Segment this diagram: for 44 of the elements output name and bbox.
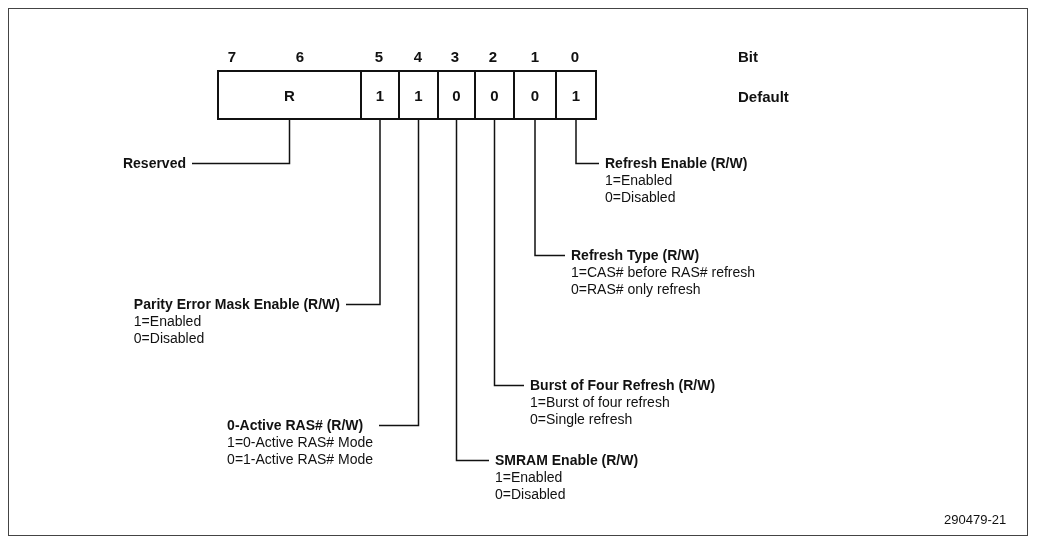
field-name: SMRAM Enable (R/W) — [495, 452, 639, 469]
leader-line — [455, 119, 490, 462]
field-value-description: 0=Disabled — [495, 486, 566, 503]
field-name: Refresh Type (R/W) — [571, 247, 700, 264]
field-value-description: 1=Enabled — [133, 313, 202, 330]
bit-number: 3 — [450, 48, 460, 65]
field-value-description: 1=CAS# before RAS# refresh — [571, 264, 756, 281]
register-bit-field: 0 — [513, 70, 557, 120]
register-bit-field: 1 — [360, 70, 400, 120]
bit-number: 1 — [530, 48, 540, 65]
bit-number: 0 — [570, 48, 580, 65]
field-value-description: 1=Enabled — [605, 172, 673, 189]
register-bit-field: 1 — [398, 70, 439, 120]
register-bit-field: R — [217, 70, 362, 120]
bit-number: 4 — [413, 48, 423, 65]
field-name: Burst of Four Refresh (R/W) — [530, 377, 716, 394]
field-value-description: 0=RAS# only refresh — [571, 281, 701, 298]
register-bit-field: 1 — [555, 70, 597, 120]
field-name: Reserved — [122, 155, 186, 172]
field-name: 0-Active RAS# (R/W) — [227, 417, 364, 434]
field-name: Refresh Enable (R/W) — [605, 155, 748, 172]
field-value-description: 0=Disabled — [133, 330, 205, 347]
bit-number: 7 — [227, 48, 237, 65]
field-value-description: 0=Disabled — [605, 189, 676, 206]
field-value-description: 0=1-Active RAS# Mode — [227, 451, 373, 468]
figure-number: 290479-21 — [944, 512, 1007, 527]
leader-line — [534, 119, 566, 257]
register-bit-field: 0 — [474, 70, 515, 120]
field-value-description: 1=Burst of four refresh — [530, 394, 670, 411]
leader-line — [378, 119, 420, 427]
register-bit-field: 0 — [437, 70, 476, 120]
field-value-description: 1=0-Active RAS# Mode — [227, 434, 373, 451]
leader-line — [191, 119, 291, 165]
field-value-description: 0=Single refresh — [530, 411, 633, 428]
row-label: Bit — [738, 48, 758, 65]
bit-number: 2 — [488, 48, 498, 65]
bit-number: 5 — [374, 48, 384, 65]
leader-line — [345, 119, 381, 306]
field-name: Parity Error Mask Enable (R/W) — [133, 296, 340, 313]
leader-line — [575, 119, 600, 165]
row-label: Default — [738, 88, 789, 105]
leader-line — [493, 119, 525, 387]
bit-number: 6 — [295, 48, 305, 65]
field-value-description: 1=Enabled — [495, 469, 563, 486]
